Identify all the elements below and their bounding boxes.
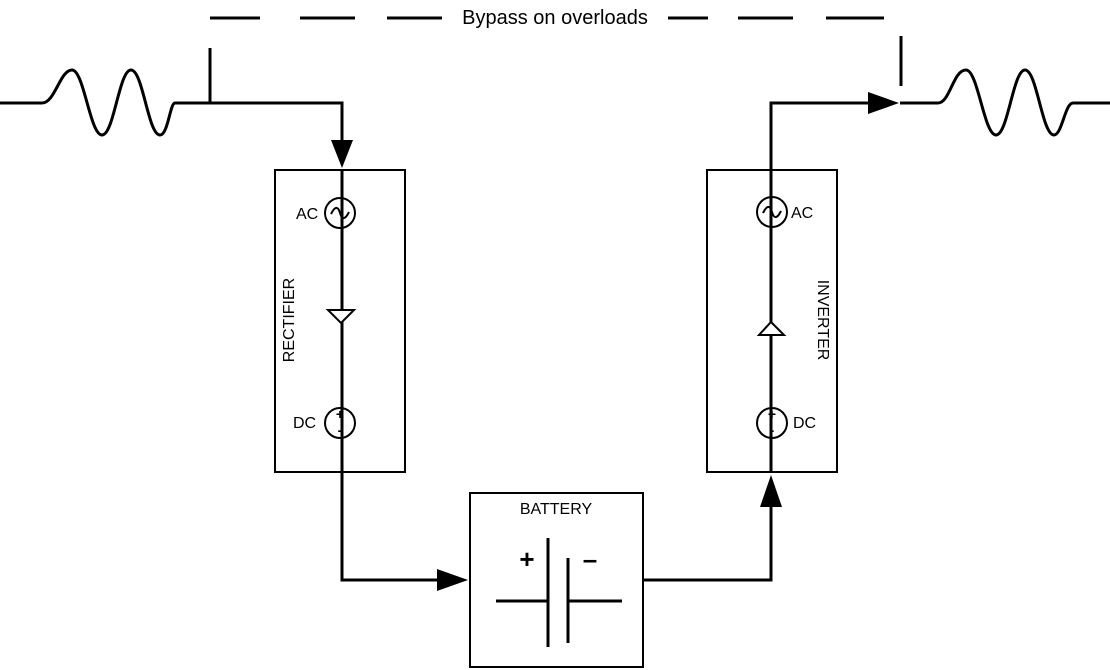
dc-symbol-icon bbox=[324, 407, 356, 439]
rectifier-title: RECTIFIER bbox=[281, 278, 298, 362]
battery-box bbox=[469, 492, 644, 668]
output-arrow-icon bbox=[868, 92, 899, 114]
ac-tilde-icon bbox=[762, 205, 782, 219]
battery-plus-label: + bbox=[519, 544, 534, 574]
dc-plus-icon: + bbox=[768, 406, 776, 422]
battery-minus-label: – bbox=[583, 544, 597, 574]
rectifier-ac-label: AC bbox=[296, 206, 318, 223]
inverter-diode-icon bbox=[756, 320, 787, 336]
ac-symbol-icon bbox=[324, 197, 356, 229]
inverter-title: INVERTER bbox=[814, 280, 831, 361]
ac-input-sine-wave-icon bbox=[0, 68, 344, 140]
inverter-block: AC INVERTER + - DC bbox=[706, 169, 838, 473]
battery-title: BATTERY bbox=[520, 501, 593, 518]
bypass-label: Bypass on overloads bbox=[462, 7, 648, 29]
inverter-output-wire bbox=[769, 101, 870, 170]
battery-block: BATTERY + – bbox=[469, 492, 644, 668]
dc-symbol-icon bbox=[756, 407, 788, 439]
inverter-ac-label: AC bbox=[791, 205, 813, 222]
diode-icon bbox=[325, 309, 357, 325]
inverter-input-arrow-icon bbox=[760, 475, 782, 507]
rectifier-block: AC RECTIFIER + - DC bbox=[274, 169, 406, 473]
ac-output-sine-wave-icon bbox=[900, 68, 1110, 137]
inverter-dc-label: DC bbox=[793, 415, 816, 432]
rectifier-to-battery-wire bbox=[340, 472, 440, 582]
bypass-path: Bypass on overloads bbox=[208, 7, 903, 103]
dc-minus-icon: - bbox=[770, 422, 775, 438]
dc-plus-icon: + bbox=[336, 406, 344, 422]
battery-to-inverter-wire bbox=[643, 505, 773, 582]
ac-symbol-icon bbox=[756, 196, 788, 228]
battery-input-arrow-icon bbox=[437, 569, 468, 591]
input-arrow-icon bbox=[331, 140, 353, 168]
ac-tilde-icon bbox=[330, 206, 350, 220]
rectifier-dc-label: DC bbox=[293, 415, 316, 432]
dc-minus-icon: - bbox=[338, 422, 343, 438]
